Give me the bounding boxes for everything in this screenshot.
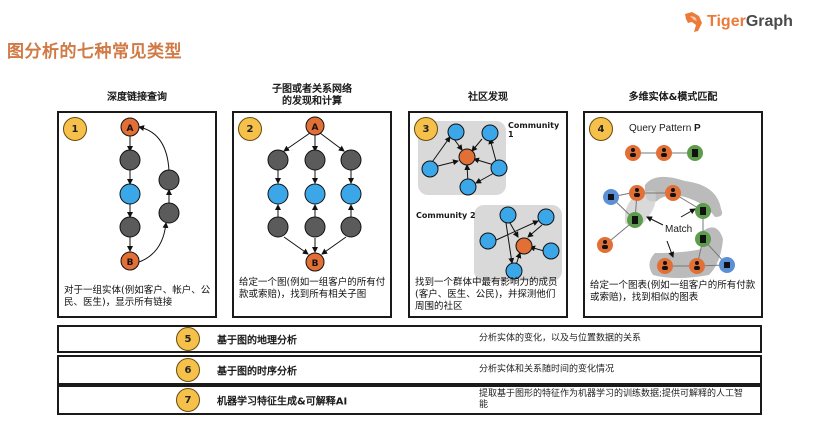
number-badge: 4: [589, 117, 613, 141]
row-ml-features: 7 机器学习特征生成&可解释AI 提取基于图形的特征作为机器学习的训练数据;提供…: [57, 385, 762, 415]
card-1-title: 深度链接查询: [107, 92, 167, 103]
row-title: 机器学习特征生成&可解释AI: [217, 396, 348, 408]
number-badge: 7: [176, 388, 200, 412]
path-graph-diagram: A B: [119, 117, 180, 271]
pattern-match-diagram: [597, 145, 735, 278]
community-diagram: [418, 121, 562, 281]
row-geo-analysis: 5 基于图的地理分析 分析实体的变化，以及与位置数据的关系: [57, 325, 762, 353]
number-badge: 1: [63, 117, 87, 141]
number-badge: 5: [176, 327, 200, 351]
query-pattern-label: Query Pattern P: [629, 123, 701, 134]
svg-text:A: A: [127, 124, 134, 134]
card-3-title: 社区发现: [468, 92, 508, 103]
card-4-title: 多维实体&模式匹配: [628, 92, 718, 103]
card-2-description: 给定一个图(例如一组客户的所有付款或索赔)，找到所有相关子图: [239, 277, 386, 300]
card-deep-link-query: 1 A B 对于一组实体(例如客户、帐户、公民、医生)，显示所有链接: [57, 111, 217, 318]
page-title: 图分析的七种常见类型: [7, 42, 182, 62]
community-1-label: Community 1: [508, 121, 560, 139]
match-label: Match: [665, 224, 693, 235]
card-3-description: 找到一个群体中最有影响力的成员(客户、医生、公民)，并探测他们周围的社区: [415, 277, 558, 312]
svg-text:B: B: [127, 258, 134, 268]
row-description: 提取基于图形的特征作为机器学习的训练数据;提供可解释的人工智能: [479, 389, 744, 410]
card-2-title: 子图或者关系网络的发现和计算: [272, 84, 352, 107]
subgraph-diagram: A B: [267, 116, 362, 272]
card-4-description: 给定一个图表(例如一组客户的所有付款或索赔)，找到相似的图表: [590, 280, 756, 303]
row-description: 分析实体和关系随时间的变化情况: [479, 364, 615, 375]
community-2-label: Community 2: [416, 211, 476, 220]
row-temporal-analysis: 6 基于图的时序分析 分析实体和关系随时间的变化情况: [57, 355, 762, 385]
card-subgraph-discovery: 2 A B 给定一个图(例如一组客户的所有付款或索赔)，找到所有相关子图: [232, 111, 392, 318]
row-description: 分析实体的变化，以及与位置数据的关系: [479, 333, 642, 344]
number-badge: 2: [238, 117, 262, 141]
row-title: 基于图的时序分析: [217, 366, 297, 378]
card-1-description: 对于一组实体(例如客户、帐户、公民、医生)，显示所有链接: [64, 285, 211, 308]
row-title: 基于图的地理分析: [217, 335, 297, 347]
svg-text:A: A: [312, 123, 319, 133]
number-badge: 6: [176, 358, 200, 382]
logo-text: TigerGraph: [707, 13, 793, 30]
svg-text:B: B: [312, 259, 319, 269]
logo: TigerGraph: [683, 11, 793, 33]
card-pattern-matching: 4 Query Pattern P Match 给定一个图表(例如一组客户的所有…: [583, 111, 763, 318]
tiger-head-icon: [685, 12, 702, 32]
number-badge: 3: [414, 117, 438, 141]
card-community-detection: 3 Community 1 Community 2 找到一个群体中最有影响力的成…: [408, 111, 568, 318]
